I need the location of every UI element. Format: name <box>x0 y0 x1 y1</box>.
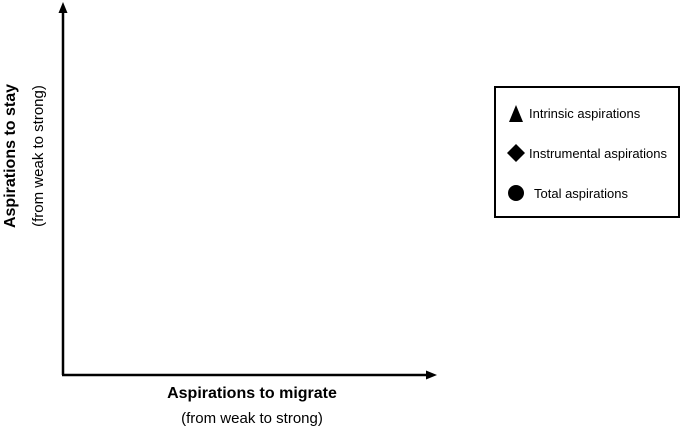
x-axis-arrowhead <box>426 370 437 380</box>
y-axis-subtitle: (from weak to strong) <box>30 85 47 227</box>
legend-label-total: Total aspirations <box>534 185 628 201</box>
legend-item-total: Total aspirations <box>506 182 628 204</box>
legend-label-instrumental: Instrumental aspirations <box>529 145 668 161</box>
x-axis-subtitle: (from weak to strong) <box>181 410 323 427</box>
y-axis-title: Aspirations to stay <box>2 83 19 229</box>
legend-item-intrinsic: Intrinsic aspirations <box>506 102 640 124</box>
triangle-icon <box>509 105 523 122</box>
legend-item-instrumental: Instrumental aspirations <box>506 142 667 164</box>
legend-label-intrinsic: Intrinsic aspirations <box>529 105 641 121</box>
y-axis-arrowhead <box>58 2 68 13</box>
legend-box: Intrinsic aspirations Instrumental aspir… <box>494 86 680 218</box>
circle-icon <box>508 185 524 201</box>
diamond-icon <box>507 144 525 162</box>
y-axis-label-block: Aspirations to stay (from weak to strong… <box>2 78 54 278</box>
x-axis-title: Aspirations to migrate <box>167 385 337 402</box>
